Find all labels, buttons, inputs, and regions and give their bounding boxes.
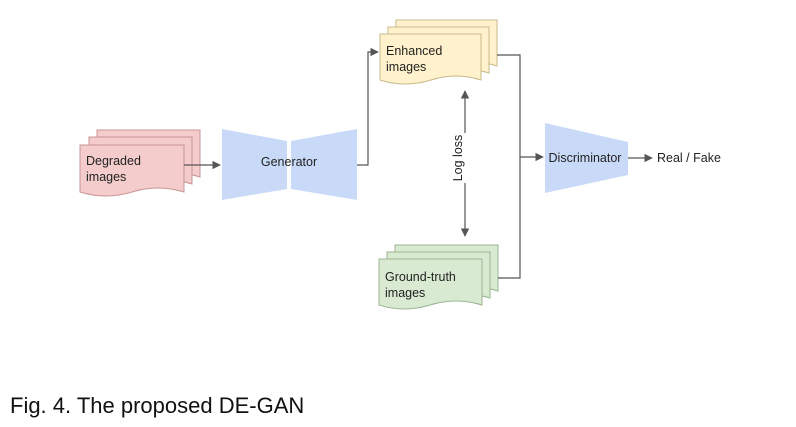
discriminator-shape <box>545 123 628 193</box>
ground-truth-label-line2: images <box>385 286 425 300</box>
generator-encoder <box>222 129 287 200</box>
ground-truth-sheet-front <box>378 258 483 310</box>
degraded-sheet-front <box>79 144 185 197</box>
de-gan-diagram: Degraded images Generator Enhanced image… <box>79 19 721 310</box>
enhanced-label-line1: Enhanced <box>386 44 442 58</box>
generator-block: Generator <box>222 129 357 200</box>
enhanced-sheet-front <box>379 33 482 85</box>
arrow-generator-to-enhanced <box>357 47 379 166</box>
discriminator-block: Discriminator <box>545 123 628 193</box>
enhanced-label-line2: images <box>386 60 426 74</box>
connector-enhanced-to-junction <box>497 54 521 157</box>
discriminator-label: Discriminator <box>549 151 622 165</box>
generator-decoder <box>291 129 357 200</box>
ground-truth-label-line1: Ground-truth <box>385 270 456 284</box>
enhanced-images-stack: Enhanced images <box>379 19 498 85</box>
degraded-label-line2: images <box>86 170 126 184</box>
figure-caption: Fig. 4. The proposed DE-GAN <box>10 393 305 418</box>
degraded-label-line1: Degraded <box>86 154 141 168</box>
connector-ground-truth-to-junction <box>498 157 521 279</box>
output-label: Real / Fake <box>657 151 721 165</box>
generator-label: Generator <box>261 155 317 169</box>
ground-truth-images-stack: Ground-truth images <box>378 244 499 310</box>
log-loss-label-backdrop <box>450 133 468 183</box>
log-loss-label: Log loss <box>451 135 465 182</box>
degraded-images-stack: Degraded images <box>79 129 201 197</box>
